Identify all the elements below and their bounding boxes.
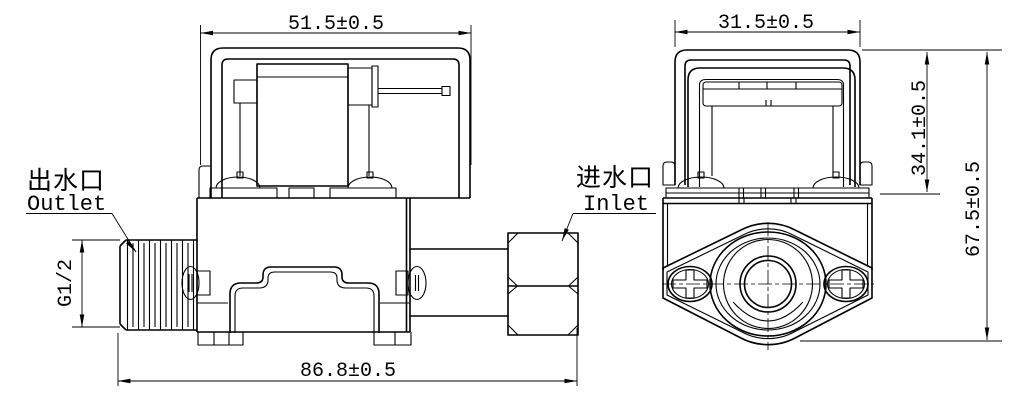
coil-former: [702, 81, 843, 107]
inlet-label-en: Inlet: [583, 192, 649, 217]
dim-text-coil-width-side: 51.5±0.5: [288, 13, 384, 36]
coil-yoke: [665, 67, 870, 199]
flange: [662, 222, 873, 346]
mounting-bracket: [229, 266, 380, 333]
dim-thread-size: G1/2: [55, 239, 120, 328]
inlet-pipe: [410, 248, 508, 317]
dim-text-coil-width-front: 31.5±0.5: [718, 12, 814, 35]
coil-lead-wires: [239, 103, 370, 176]
inlet-label-cn: 进水口: [576, 163, 654, 192]
body-foot-left: [197, 332, 244, 346]
body-screw-right: [395, 265, 427, 301]
body-screw-left: [181, 265, 211, 301]
dim-overall-length: 86.8±0.5: [117, 328, 578, 386]
coil-cover-front: [662, 49, 873, 186]
dim-text-overall-length: 86.8±0.5: [300, 360, 396, 383]
terminal-block-right: [347, 67, 373, 106]
dim-overall-height: 67.5±0.5: [800, 52, 1002, 342]
coil-base-plates: [209, 187, 397, 199]
side-view: 51.5±0.5 86.8±0.5 G1/2 出水口 Outlet: [26, 13, 656, 386]
dim-text-overall-height: 67.5±0.5: [963, 161, 986, 257]
outlet-label-en: Outlet: [27, 192, 106, 217]
outlet-label-cn: 出水口: [27, 166, 105, 195]
dim-text-thread-size: G1/2: [55, 259, 78, 307]
inlet-hex-nut: [507, 232, 579, 336]
outlet-thread: [119, 239, 197, 331]
dim-text-coil-height: 34.1±0.5: [909, 80, 932, 176]
dim-coil-width-side: 51.5±0.5: [200, 13, 472, 165]
valve-body-side: [181, 197, 470, 346]
dim-coil-width-front: 31.5±0.5: [674, 12, 861, 47]
connector-pin: [378, 85, 451, 97]
coil-cover: [198, 47, 471, 199]
terminal-block-left: [233, 79, 258, 104]
inlet-label: 进水口 Inlet: [561, 163, 656, 242]
body-foot-right: [373, 332, 412, 346]
phillips-cross-icon: [828, 269, 864, 299]
outlet-label: 出水口 Outlet: [26, 166, 137, 253]
dim-coil-height: 34.1±0.5: [862, 49, 1002, 195]
front-view: 31.5±0.5 34.1±0.5 67.5±0.5: [662, 12, 1002, 350]
phillips-cross-icon: [672, 269, 708, 299]
coil-assembly: [209, 63, 451, 199]
coil-mount-screws: [215, 171, 393, 189]
valve-body-front: [662, 197, 874, 350]
